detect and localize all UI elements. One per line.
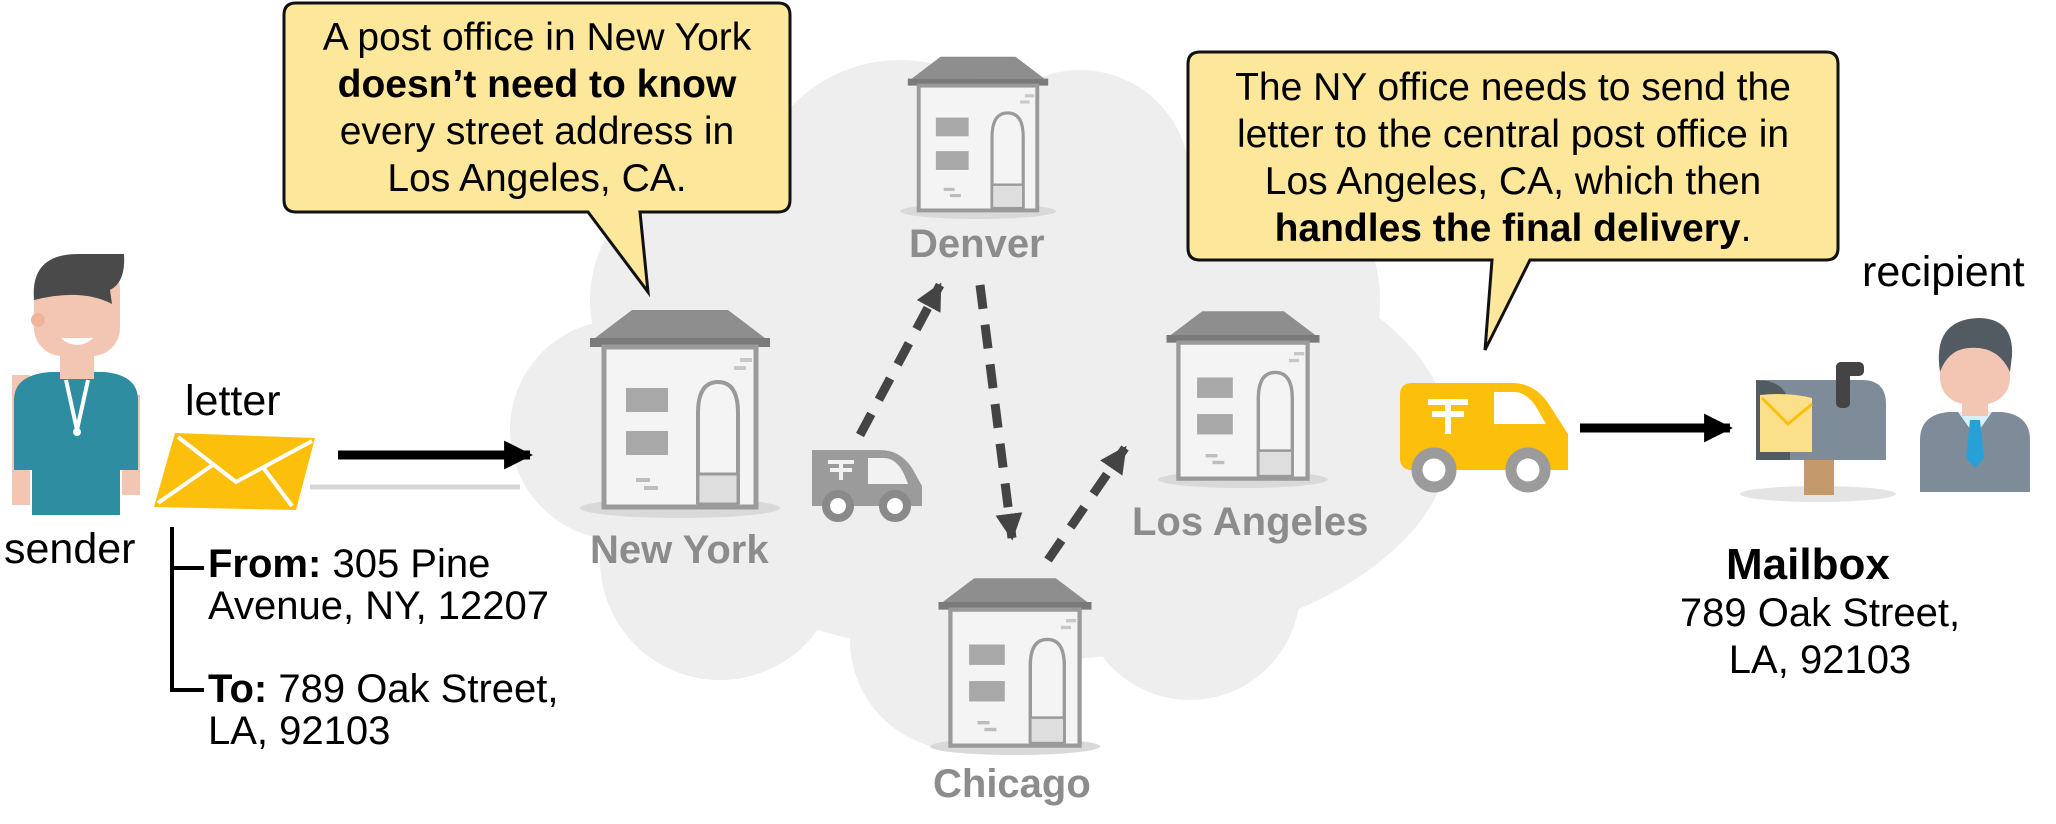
callout-left-line2: doesn’t need to know xyxy=(337,63,737,106)
to-address: To: 789 Oak Street, LA, 92103 xyxy=(208,668,559,752)
post-office-icon-denver xyxy=(898,54,1058,221)
callout-left-text: A post office in New York doesn’t need t… xyxy=(290,14,784,202)
routing-arrows xyxy=(856,282,1129,563)
from-address-line2: Avenue, NY, 12207 xyxy=(208,584,550,628)
envelope-icon xyxy=(154,433,315,510)
to-address-line1: To: 789 Oak Street, xyxy=(208,667,559,711)
mailbox-icon xyxy=(1740,362,1896,502)
callout-right-line1: The NY office needs to send the xyxy=(1235,66,1791,109)
mailbox-title: Mailbox xyxy=(1726,540,1890,589)
callout-left-line3: every street address in xyxy=(339,110,735,153)
office-label-new-york: New York xyxy=(590,528,769,572)
office-label-chicago: Chicago xyxy=(933,762,1091,806)
mailbox-address-line2: LA, 92103 xyxy=(1728,638,1912,682)
sender-label: sender xyxy=(4,525,136,573)
from-address-line1: From: 305 Pine xyxy=(208,542,491,586)
person-icon-sender xyxy=(12,254,140,515)
post-office-icon-new-york xyxy=(580,310,780,518)
office-label-denver: Denver xyxy=(909,222,1045,266)
delivery-van-icon-gray xyxy=(812,450,922,522)
to-address-line2: LA, 92103 xyxy=(208,709,391,753)
callout-left-line4: Los Angeles, CA. xyxy=(387,157,687,200)
post-office-icon-chicago xyxy=(930,578,1100,755)
delivery-van-icon-yellow xyxy=(1400,383,1568,493)
from-address: From: 305 Pine Avenue, NY, 12207 xyxy=(208,543,549,627)
callout-right-line3: Los Angeles, CA, which then xyxy=(1264,160,1762,203)
callout-right-text: The NY office needs to send the letter t… xyxy=(1194,64,1832,252)
callout-right-bubble xyxy=(1186,50,1840,351)
mailbox-address: 789 Oak Street, LA, 92103 xyxy=(1660,590,1980,684)
address-bracket xyxy=(170,527,204,692)
mailbox-address-line1: 789 Oak Street, xyxy=(1679,591,1961,635)
callout-left-line1: A post office in New York xyxy=(322,16,752,59)
callout-left-bubble xyxy=(282,1,792,298)
callout-right-line2: letter to the central post office in xyxy=(1236,113,1790,156)
recipient-label: recipient xyxy=(1862,248,2025,296)
post-office-icon-los-angeles xyxy=(1158,311,1328,488)
recipient-icon xyxy=(1920,318,2030,492)
office-label-los-angeles: Los Angeles xyxy=(1132,500,1369,544)
callout-right-line4: handles the final delivery. xyxy=(1274,207,1752,250)
letter-label: letter xyxy=(185,377,281,425)
